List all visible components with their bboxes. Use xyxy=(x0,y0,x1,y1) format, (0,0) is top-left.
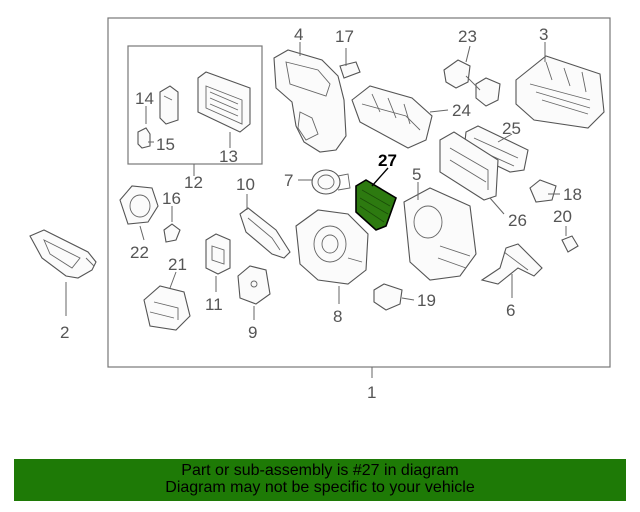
part-23-actuator[interactable] xyxy=(443,59,501,107)
part-21-actuator[interactable] xyxy=(143,285,191,331)
callout-27: 27 xyxy=(378,151,397,170)
info-banner: Part or sub-assembly is #27 in diagram D… xyxy=(14,459,626,501)
callout-6: 6 xyxy=(506,301,515,320)
callout-11: 11 xyxy=(205,295,223,314)
callout-5: 5 xyxy=(412,165,421,184)
callout-4: 4 xyxy=(294,25,303,44)
callout-21: 21 xyxy=(168,255,187,274)
callout-labels: 1 2 3 4 5 6 7 8 9 10 11 12 13 14 15 16 1… xyxy=(60,25,582,402)
callout-23: 23 xyxy=(458,27,477,46)
callout-18: 18 xyxy=(563,185,582,204)
banner-line-1: Part or sub-assembly is #27 in diagram xyxy=(181,462,459,479)
part-16-clip[interactable] xyxy=(163,223,181,243)
part-22-fan[interactable] xyxy=(119,185,159,225)
part-19-resistor[interactable] xyxy=(373,283,403,311)
callout-25: 25 xyxy=(502,119,521,138)
part-10-gasket[interactable] xyxy=(239,207,291,259)
part-3-case[interactable] xyxy=(515,55,605,129)
part-27-cabin-filter[interactable] xyxy=(355,179,397,231)
part-15-clip[interactable] xyxy=(137,127,151,149)
part-20-clip[interactable] xyxy=(561,235,579,253)
callout-8: 8 xyxy=(333,307,342,326)
callout-20: 20 xyxy=(553,207,572,226)
part-18-sensor[interactable] xyxy=(529,179,557,203)
callout-13: 13 xyxy=(219,147,238,166)
part-2-duct[interactable] xyxy=(29,229,97,279)
part-4-duct[interactable] xyxy=(273,49,347,153)
part-6-duct[interactable] xyxy=(480,243,543,285)
leader-lines xyxy=(65,42,567,378)
callout-15: 15 xyxy=(156,135,175,154)
banner-line-2: Diagram may not be specific to your vehi… xyxy=(165,479,475,496)
callout-1: 1 xyxy=(367,383,376,402)
callout-19: 19 xyxy=(417,291,436,310)
callout-16: 16 xyxy=(162,189,181,208)
callout-24: 24 xyxy=(452,101,471,120)
main-frame xyxy=(107,17,611,368)
subassembly-12-frame xyxy=(127,45,263,165)
part-26-door[interactable] xyxy=(439,131,499,201)
part-5-case[interactable] xyxy=(403,187,477,281)
part-11-seal[interactable] xyxy=(205,233,231,275)
callout-17: 17 xyxy=(335,27,354,46)
part-17-clip[interactable] xyxy=(339,61,361,79)
callout-9: 9 xyxy=(248,323,257,342)
part-24-duct[interactable] xyxy=(351,85,433,149)
part-8-housing[interactable] xyxy=(295,209,369,285)
callout-12: 12 xyxy=(184,173,203,192)
callout-2: 2 xyxy=(60,323,69,342)
callout-3: 3 xyxy=(539,25,548,44)
callout-14: 14 xyxy=(135,89,154,108)
part-14-motor[interactable] xyxy=(159,85,179,125)
callout-7: 7 xyxy=(284,171,293,190)
part-7-motor[interactable] xyxy=(311,169,351,195)
callout-10: 10 xyxy=(236,175,255,194)
part-9-seal[interactable] xyxy=(237,265,271,305)
callout-26: 26 xyxy=(508,211,527,230)
part-13-core[interactable] xyxy=(197,71,251,133)
callout-22: 22 xyxy=(130,243,149,262)
